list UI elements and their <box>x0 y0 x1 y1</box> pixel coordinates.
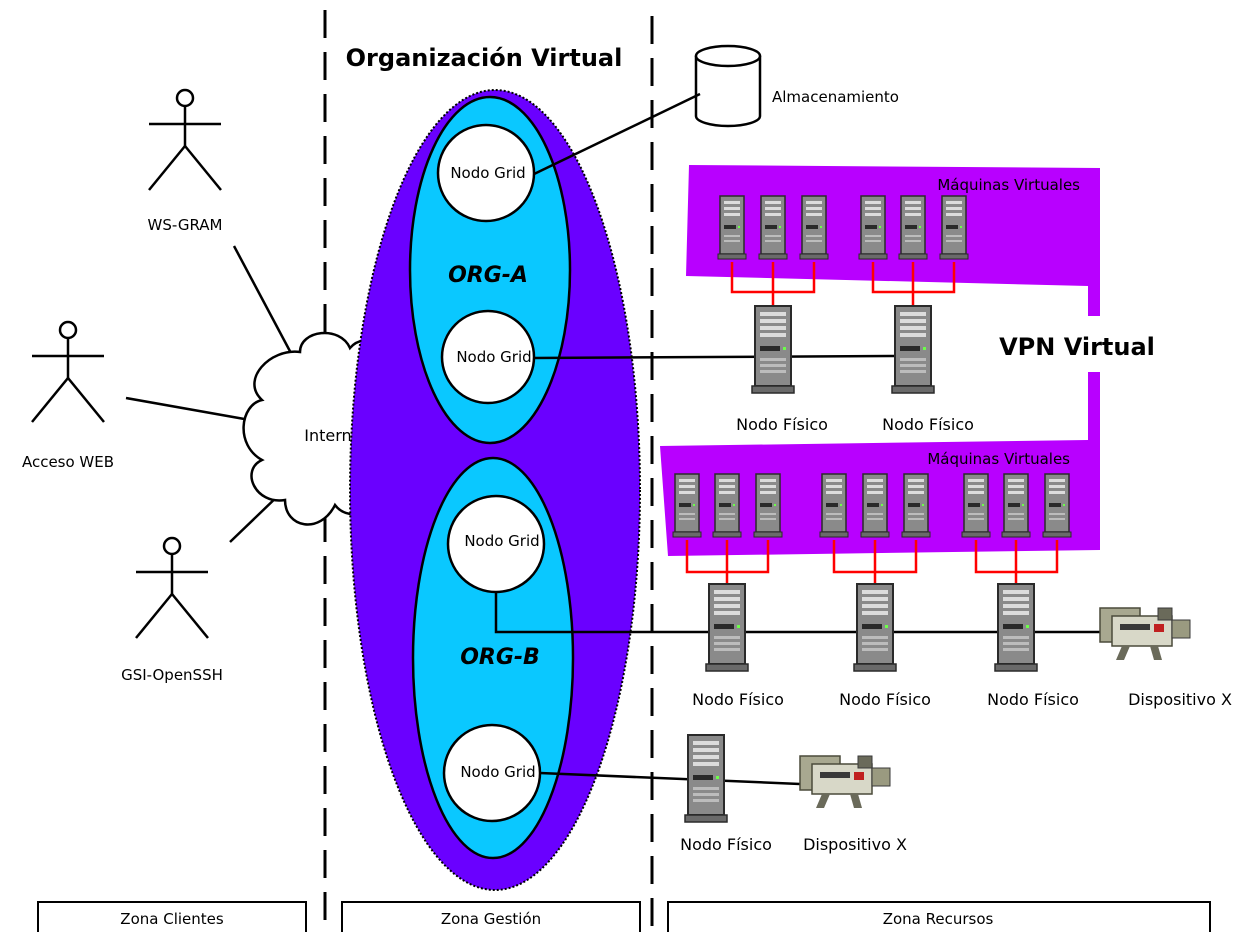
vm-links-bottom <box>685 540 1059 586</box>
zone-recursos: Zona Recursos <box>667 901 1211 932</box>
server-icon <box>891 305 935 394</box>
vm-server-icon <box>753 473 783 538</box>
network-links <box>494 92 1100 786</box>
camera-icon <box>1099 607 1191 661</box>
physical-node-label: Nodo Físico <box>680 835 772 854</box>
grid-node-label: Nodo Grid <box>450 164 525 182</box>
grid-node-a1: Nodo Grid <box>436 123 536 223</box>
vm-server-icon <box>898 195 928 260</box>
vm-server-icon <box>939 195 969 260</box>
physical-node-6: Nodo Físico <box>680 734 772 854</box>
zone-gestion: Zona Gestión <box>341 901 641 932</box>
actor-ws-gram-label: WS-GRAM <box>148 216 223 234</box>
vm-server-icon <box>1042 473 1072 538</box>
device-label: Dispositivo X <box>803 835 907 854</box>
storage-cylinder <box>694 44 762 128</box>
vm-server-icon <box>758 195 788 260</box>
device-label: Dispositivo X <box>1128 690 1232 709</box>
vm-server-icon <box>901 473 931 538</box>
link-wsgram-internet <box>232 245 294 356</box>
physical-node-label: Nodo Físico <box>987 690 1079 709</box>
grid-node-label: Nodo Grid <box>460 763 535 781</box>
grid-node-b1: Nodo Grid <box>446 494 546 594</box>
camera-icon <box>799 755 891 809</box>
physical-node-label: Nodo Físico <box>882 415 974 434</box>
physical-node-3: Nodo Físico <box>692 583 784 709</box>
device-x-1: Dispositivo X <box>1099 607 1232 709</box>
vm-label-top: Máquinas Virtuales <box>937 176 1080 194</box>
vpn-label: VPN Virtual <box>999 333 1155 361</box>
vm-server-icon <box>799 195 829 260</box>
zone-recursos-label: Zona Recursos <box>883 910 994 928</box>
physical-node-label: Nodo Físico <box>736 415 828 434</box>
vm-server-icon <box>860 473 890 538</box>
vm-server-icon <box>1001 473 1031 538</box>
physical-node-label: Nodo Físico <box>692 690 784 709</box>
server-icon <box>751 305 795 394</box>
server-icon <box>994 583 1038 672</box>
grid-node-label: Nodo Grid <box>464 532 539 550</box>
physical-node-2: Nodo Físico <box>882 305 974 434</box>
vm-server-icon <box>858 195 888 260</box>
vm-server-icon <box>672 473 702 538</box>
actor-acceso-web: Acceso WEB <box>22 320 114 471</box>
actor-acceso-web-label: Acceso WEB <box>22 453 114 471</box>
vm-links-top <box>730 262 956 308</box>
physical-node-1: Nodo Físico <box>736 305 828 434</box>
actor-gsi-openssh-label: GSI-OpenSSH <box>121 666 223 684</box>
vm-server-icon <box>712 473 742 538</box>
vm-server-icon <box>717 195 747 260</box>
zone-clientes: Zona Clientes <box>37 901 307 932</box>
grid-node-b2: Nodo Grid <box>442 723 542 823</box>
grid-node-a2: Nodo Grid <box>440 309 536 405</box>
vm-server-icon <box>961 473 991 538</box>
link-web-internet <box>125 396 251 422</box>
diagram-title: Organización Virtual <box>346 44 623 72</box>
zone-gestion-label: Zona Gestión <box>441 910 541 928</box>
server-icon <box>705 583 749 672</box>
actor-ws-gram: WS-GRAM <box>148 88 223 234</box>
vm-server-icon <box>819 473 849 538</box>
org-a-label: ORG-A <box>448 263 528 288</box>
physical-node-5: Nodo Físico <box>987 583 1079 709</box>
vm-row-bottom <box>672 473 1072 538</box>
storage-label: Almacenamiento <box>772 88 899 106</box>
grid-node-label: Nodo Grid <box>456 348 531 366</box>
org-b-label: ORG-B <box>460 645 540 670</box>
vm-label-bottom: Máquinas Virtuales <box>927 450 1070 468</box>
physical-node-4: Nodo Físico <box>839 583 931 709</box>
server-icon <box>684 734 728 823</box>
zone-clientes-label: Zona Clientes <box>120 910 224 928</box>
device-x-2: Dispositivo X <box>799 755 907 854</box>
actor-gsi-openssh: GSI-OpenSSH <box>121 536 223 684</box>
vm-area-top <box>686 165 1100 316</box>
physical-node-label: Nodo Físico <box>839 690 931 709</box>
server-icon <box>853 583 897 672</box>
